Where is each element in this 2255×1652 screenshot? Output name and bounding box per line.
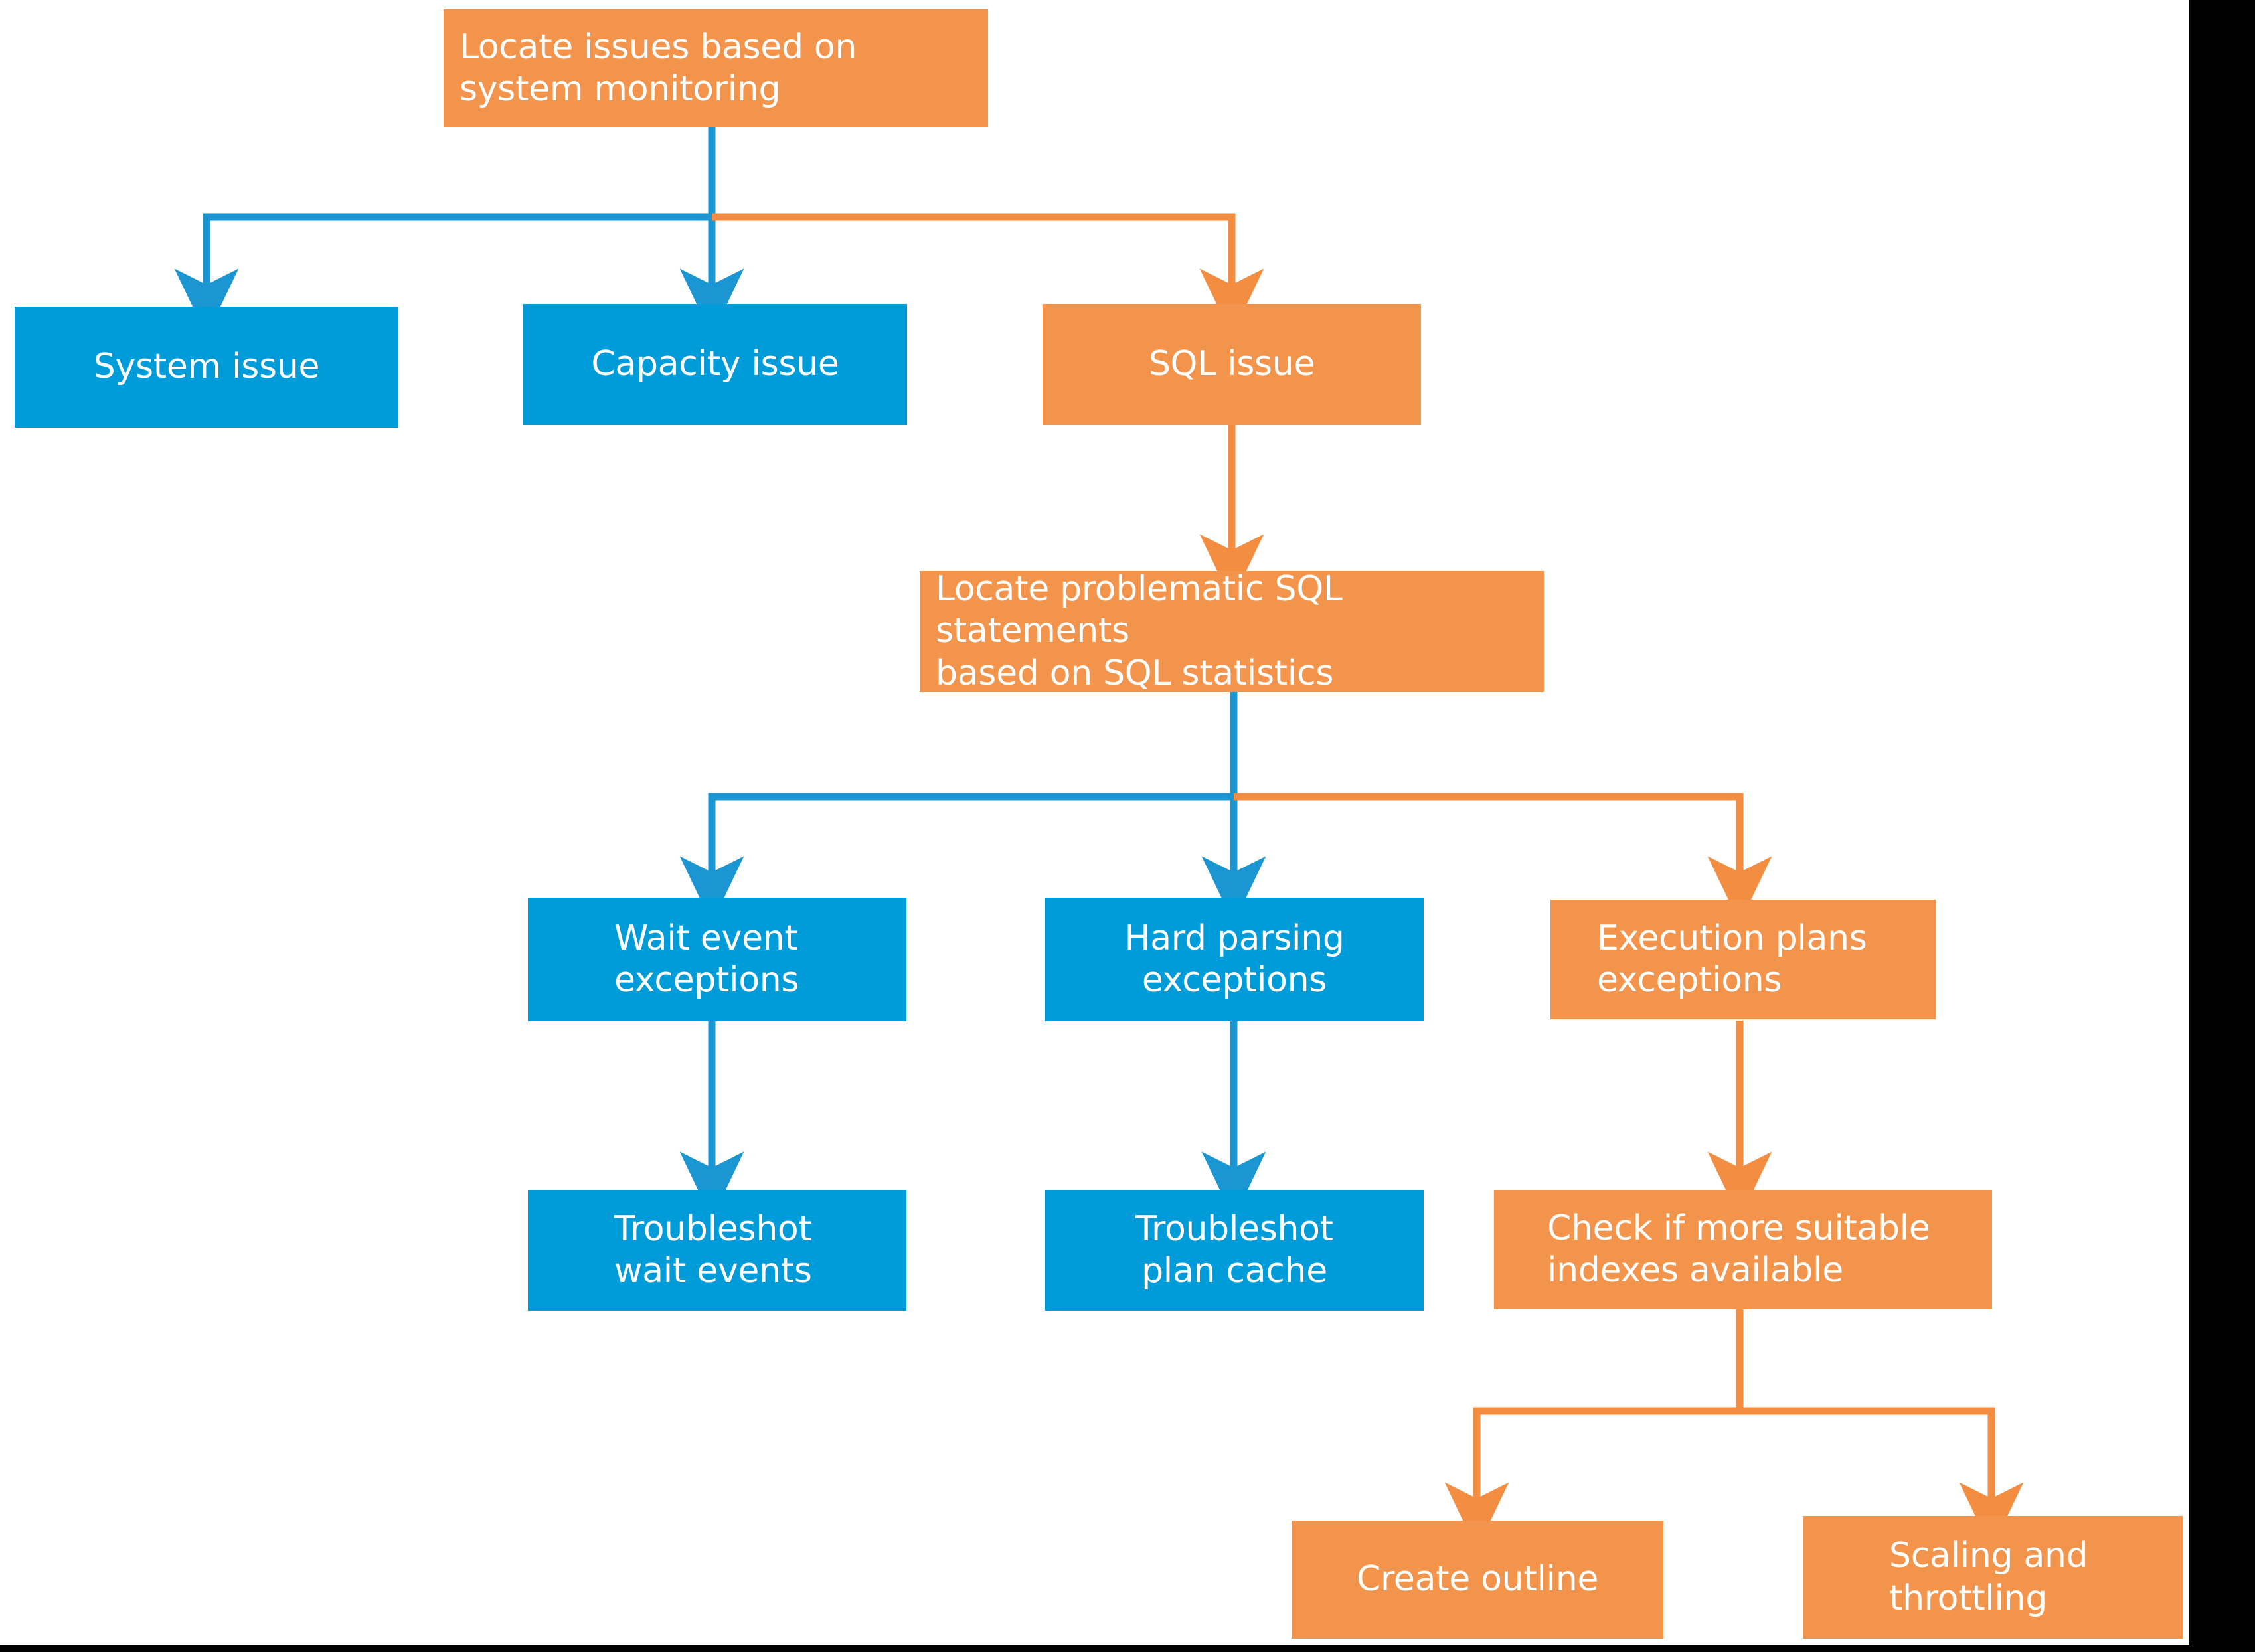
node-locate-issues-label: Locate issues based on system monitoring bbox=[459, 27, 857, 109]
node-hard-parsing-exceptions-label: Hard parsing exceptions bbox=[1124, 918, 1345, 1000]
edge-locate-sql-statements-to-wait-event-exceptions bbox=[679, 793, 1234, 924]
node-wait-event-exceptions[interactable]: Wait event exceptions bbox=[528, 898, 906, 1021]
node-system-issue[interactable]: System issue bbox=[15, 307, 398, 428]
node-capacity-issue[interactable]: Capacity issue bbox=[523, 304, 907, 425]
edge-check-indexes-to-create-outline bbox=[1444, 1308, 1744, 1550]
node-wait-event-exceptions-label: Wait event exceptions bbox=[614, 918, 799, 1000]
node-troubleshot-plan-cache-label: Troubleshot plan cache bbox=[1135, 1208, 1333, 1291]
connector-layer bbox=[174, 126, 2024, 1550]
node-scaling-throttling[interactable]: Scaling and throttling bbox=[1803, 1516, 2183, 1639]
node-check-indexes-label: Check if more suitable indexes available bbox=[1547, 1208, 1930, 1290]
node-check-indexes[interactable]: Check if more suitable indexes available bbox=[1494, 1190, 1992, 1309]
node-troubleshot-wait-events-label: Troubleshot wait events bbox=[614, 1208, 812, 1291]
node-scaling-throttling-label: Scaling and throttling bbox=[1889, 1536, 2088, 1618]
node-system-issue-label: System issue bbox=[93, 347, 320, 387]
node-create-outline[interactable]: Create outline bbox=[1292, 1521, 1663, 1639]
node-sql-issue[interactable]: SQL issue bbox=[1043, 304, 1421, 425]
node-locate-sql-statements[interactable]: Locate problematic SQL statements based … bbox=[920, 568, 1544, 693]
edge-check-indexes-to-scaling-throttling bbox=[1740, 1407, 2024, 1550]
node-troubleshot-wait-events[interactable]: Troubleshot wait events bbox=[528, 1190, 906, 1311]
edge-locate-sql-statements-to-execution-plans-exceptions bbox=[1234, 793, 1772, 924]
node-create-outline-label: Create outline bbox=[1356, 1559, 1599, 1600]
edge-locate-issues-to-sql-issue bbox=[712, 213, 1264, 336]
node-execution-plans-exceptions[interactable]: Execution plans exceptions bbox=[1550, 900, 1936, 1019]
node-capacity-issue-label: Capacity issue bbox=[591, 344, 839, 384]
node-troubleshot-plan-cache[interactable]: Troubleshot plan cache bbox=[1045, 1190, 1424, 1311]
diagram-canvas: Locate issues based on system monitoring… bbox=[0, 0, 2189, 1645]
node-locate-issues[interactable]: Locate issues based on system monitoring bbox=[444, 9, 988, 127]
node-execution-plans-exceptions-label: Execution plans exceptions bbox=[1597, 918, 1867, 1000]
edge-locate-issues-to-system-issue bbox=[174, 213, 712, 336]
node-locate-sql-statements-label: Locate problematic SQL statements based … bbox=[936, 568, 1343, 693]
node-hard-parsing-exceptions[interactable]: Hard parsing exceptions bbox=[1045, 898, 1424, 1021]
node-sql-issue-label: SQL issue bbox=[1148, 344, 1315, 384]
